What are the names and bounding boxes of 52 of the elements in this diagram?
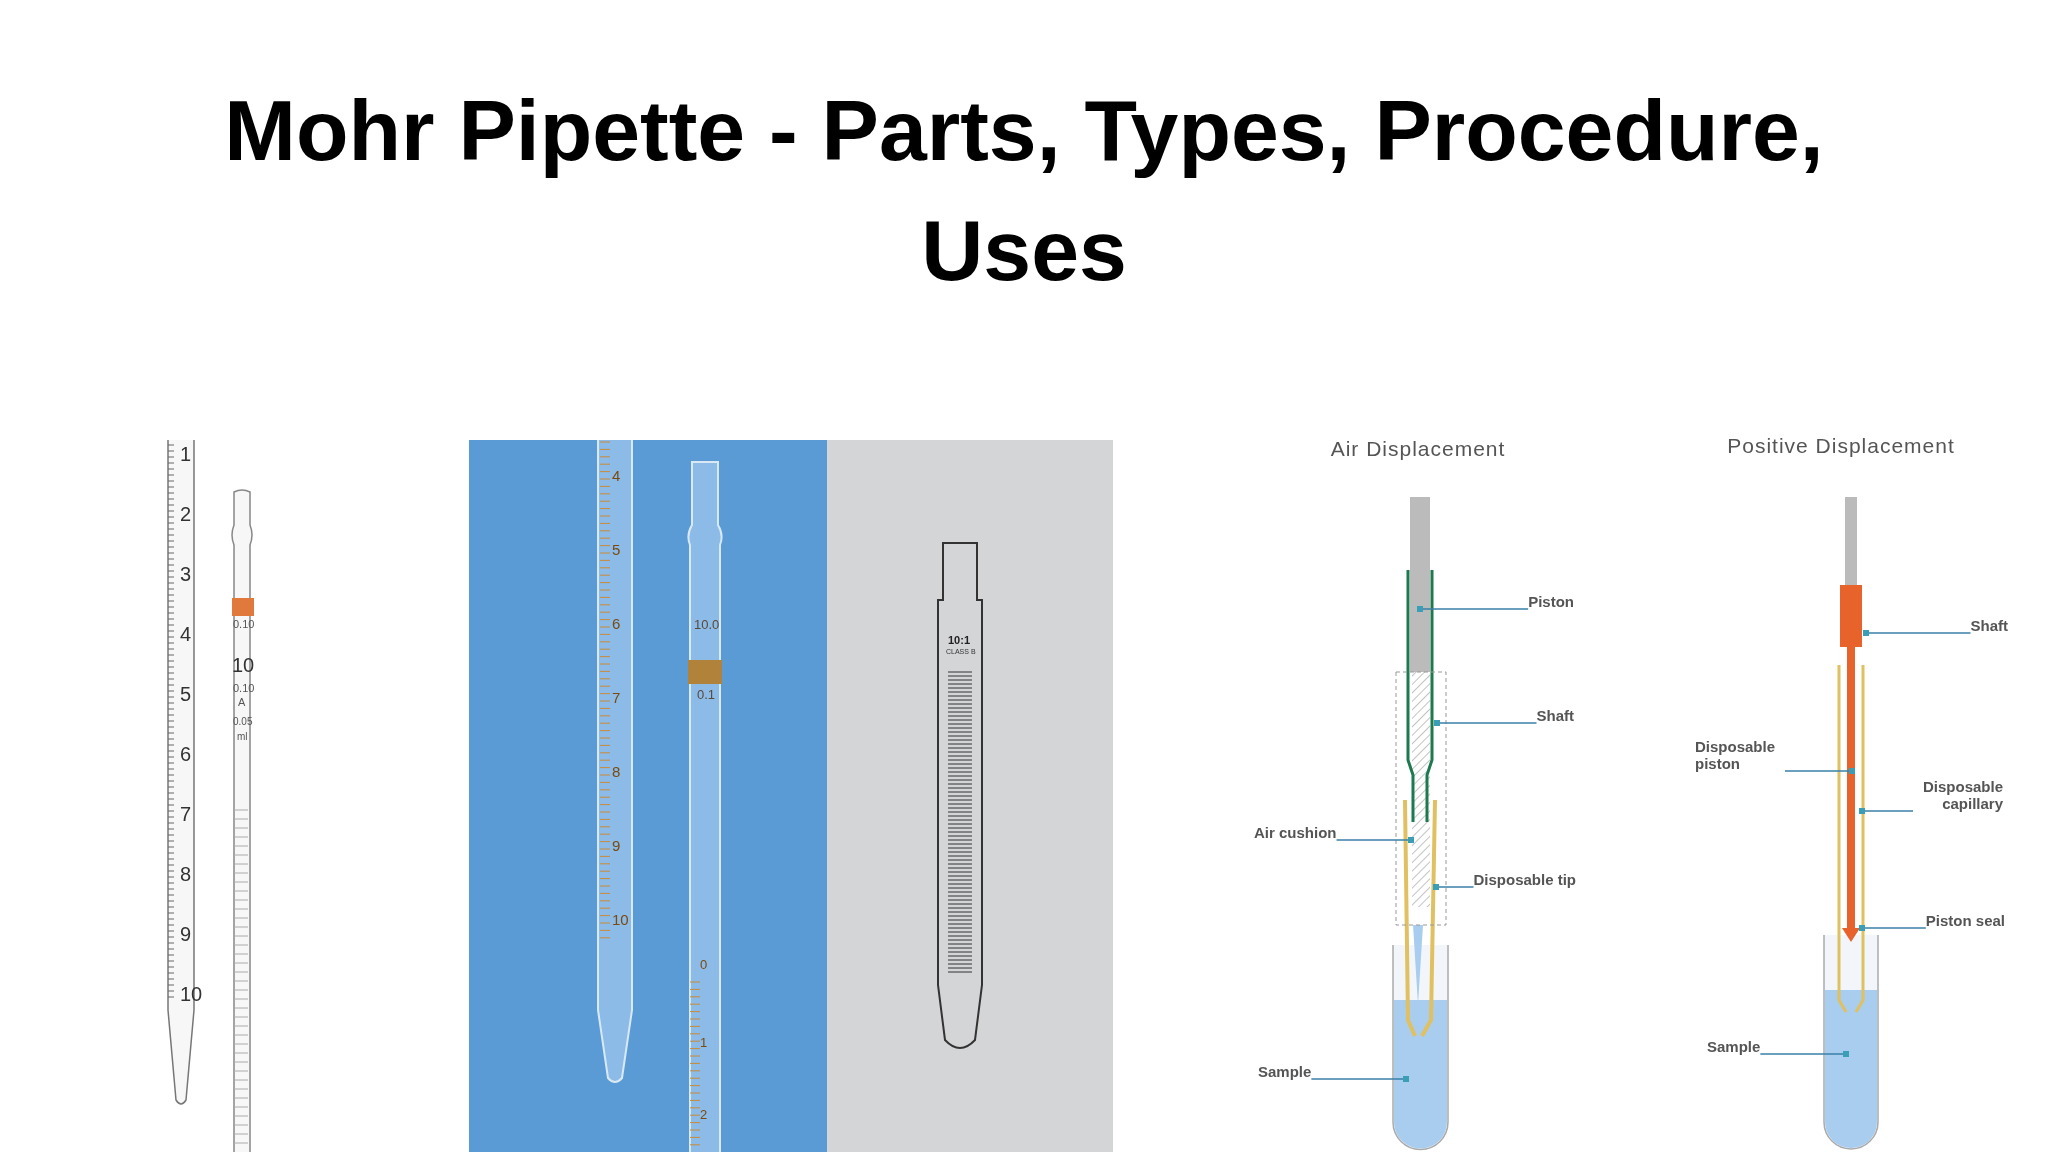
scale-number: 9 — [612, 838, 621, 855]
leader-line — [1859, 808, 1914, 814]
part-label: Disposable tip — [1473, 871, 1576, 888]
scale-number: 4 — [612, 468, 621, 485]
part-label: Sample — [1707, 1038, 1761, 1055]
leader-line — [1310, 1076, 1409, 1082]
scale-number: 3 — [180, 563, 192, 585]
part-label: Piston — [1528, 593, 1574, 610]
scale-number: 1 — [180, 443, 192, 465]
panel-heading: Air Displacement — [1330, 437, 1506, 461]
scale-number: 9 — [180, 923, 192, 945]
scale-number: 8 — [612, 764, 621, 781]
leader-line — [1417, 606, 1529, 612]
scale-number: 5 — [180, 683, 192, 705]
pipette-marking: A — [238, 696, 246, 709]
part-label: Disposable piston — [1695, 738, 1785, 772]
scale-number: 10 — [612, 912, 629, 929]
scale-number: 6 — [180, 743, 192, 765]
leader-line — [1434, 720, 1538, 726]
scale-number: 5 — [612, 542, 621, 559]
panel-heading: Positive Displacement — [1727, 434, 1955, 458]
pipette-marking: 0.05 — [233, 716, 253, 727]
scale-number: 1 — [700, 1036, 708, 1051]
leader-line — [1759, 1051, 1849, 1057]
leader-line — [1433, 884, 1475, 890]
pipette-marking: 0.10 — [233, 618, 255, 631]
part-label: Shaft — [1970, 617, 2008, 634]
part-label: Air cushion — [1254, 824, 1337, 841]
title: Mohr Pipette - Parts, Types, Procedure, Uses — [223, 81, 1825, 300]
part-label: Sample — [1258, 1063, 1312, 1080]
part-label: Shaft — [1536, 707, 1574, 724]
leader-line — [1784, 768, 1855, 774]
pipette-marking: 0.10 — [233, 682, 255, 695]
scale-number: 2 — [180, 503, 192, 525]
part-label: Disposable capillary — [1913, 778, 2003, 812]
scale-number: 4 — [180, 623, 192, 645]
scale-number: 2 — [700, 1108, 708, 1123]
pipette-marking: 0.1 — [697, 688, 716, 703]
scale-number: 7 — [180, 803, 192, 825]
leader-line — [1863, 630, 1972, 636]
pipette-marking: 10 — [232, 654, 255, 676]
pipette-marking: ml — [237, 731, 248, 742]
scale-number: 6 — [612, 616, 621, 633]
pipette-marking: 10.0 — [694, 618, 720, 633]
scale-number: 7 — [612, 690, 621, 707]
scale-number: 8 — [180, 863, 192, 885]
pipette-marking: 10:1 — [948, 634, 971, 647]
leader-line — [1859, 925, 1927, 931]
scale-number: 10 — [180, 983, 203, 1005]
scale-number: 0 — [700, 958, 708, 973]
part-label: Piston seal — [1925, 912, 2005, 929]
leader-line — [1335, 837, 1414, 843]
